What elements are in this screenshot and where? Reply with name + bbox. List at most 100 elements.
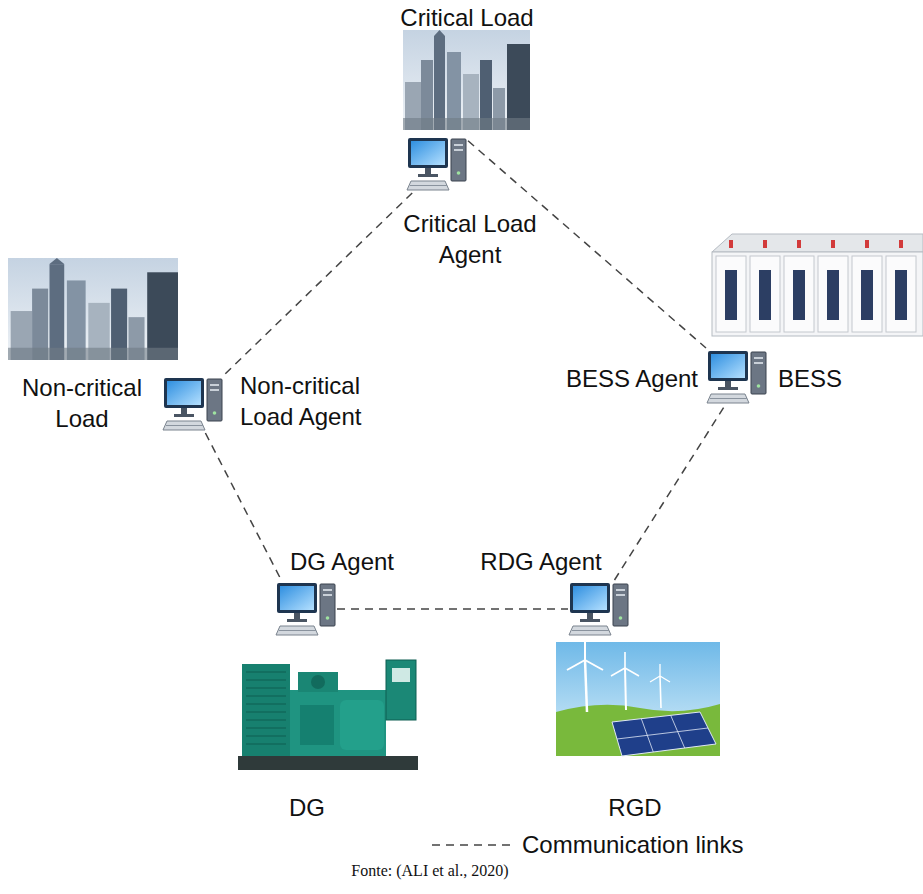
renewable-illustration [567, 660, 585, 670]
bess-illustration [712, 252, 923, 336]
computer-icon [162, 375, 224, 433]
keyboard [407, 181, 449, 190]
pc-tower [613, 584, 628, 626]
bess-illustration [865, 240, 869, 248]
pc-tower [751, 352, 766, 394]
keyboard-keys [166, 425, 203, 426]
keyboard-keys [572, 630, 609, 631]
text-frame: RGD [595, 792, 675, 823]
monitor-screen [280, 586, 314, 610]
monitor-frame [164, 378, 204, 408]
generator-illustration [238, 660, 418, 770]
resource-label: Non-critical Load [12, 372, 152, 434]
non-critical-load-city [8, 258, 178, 360]
communication-link [205, 433, 281, 580]
renewable-illustration [611, 668, 625, 676]
generator-illustration [246, 736, 286, 737]
generator-illustration [246, 696, 286, 697]
monitor-stand [587, 613, 593, 619]
renewable-illustration [625, 668, 639, 676]
text-frame: BESS Agent [548, 363, 698, 394]
pc-tower-slot [323, 589, 332, 591]
monitor-frame [277, 583, 317, 613]
text-frame: Critical Load Agent [395, 208, 545, 270]
bess-illustration [899, 240, 903, 248]
legend-sample [432, 829, 516, 860]
monitor-base [580, 619, 600, 622]
keyboard [569, 626, 611, 635]
pc-power-light [457, 171, 461, 175]
pc-tower [320, 584, 335, 626]
renewable-illustration [585, 660, 587, 712]
communication-link [615, 406, 725, 580]
renewable-illustration [612, 712, 716, 756]
pc-tower-slot [454, 144, 463, 146]
legend-entry: Communication links [432, 829, 743, 860]
generator-illustration [311, 675, 325, 689]
monitor-base [287, 619, 307, 622]
renewable-illustration [625, 668, 626, 710]
critical-load-city [403, 30, 530, 130]
agent-label: Critical Load Agent [395, 208, 545, 270]
generator-illustration [290, 690, 386, 756]
monitor-screen [167, 381, 201, 405]
resource-label: DG [267, 792, 347, 823]
renewable-illustration [585, 660, 603, 670]
bess-illustration [725, 270, 737, 320]
text-frame: Non-critical Load Agent [240, 370, 390, 432]
renewable-illustration [556, 642, 720, 756]
bess-illustration [831, 240, 835, 248]
bess-illustration [797, 240, 801, 248]
pc-tower-slot [616, 594, 625, 596]
monitor-stand [294, 613, 300, 619]
generator-illustration [246, 680, 286, 681]
text-frame: DG [267, 792, 347, 823]
keyboard [276, 626, 318, 635]
monitor-stand [725, 381, 731, 387]
agent-node: Non-critical Load Agent [158, 366, 394, 437]
bess-illustration [759, 270, 771, 320]
pc-tower-slot [754, 362, 763, 364]
bess-illustration [886, 256, 916, 332]
generator-illustration [246, 672, 286, 673]
legend-line-sample [432, 844, 510, 846]
keyboard-keys [410, 185, 447, 186]
source-caption: Fonte: (ALI et al., 2020) [260, 861, 600, 881]
generator-illustration [246, 688, 286, 689]
resource-label: BESS [778, 363, 858, 394]
keyboard-keys [279, 630, 316, 631]
bess-illustration [818, 256, 848, 332]
pc-power-light [326, 616, 330, 620]
monitor-frame [708, 351, 748, 381]
renewable-illustration [660, 676, 661, 708]
bess-illustration [793, 270, 805, 320]
text-frame: Critical Load [392, 2, 542, 33]
pc-tower [207, 379, 222, 421]
keyboard [163, 421, 205, 430]
renewable-illustration [556, 640, 720, 756]
monitor-screen [573, 586, 607, 610]
text-frame: Non-critical Load [12, 372, 152, 434]
bess-illustration [895, 270, 907, 320]
renewable-illustration [660, 676, 670, 682]
pc-power-light [213, 411, 217, 415]
generator-illustration [246, 712, 286, 713]
generator-illustration [386, 660, 416, 720]
renewable-illustration [617, 728, 708, 739]
generator-illustration [246, 728, 286, 729]
bess-illustration [852, 256, 882, 332]
agent-node: Critical Load Agent [391, 131, 549, 274]
monitor-frame [408, 138, 448, 168]
computer-icon [275, 580, 337, 638]
monitor-frame [570, 583, 610, 613]
keyboard [707, 394, 749, 403]
computer-icon [568, 580, 630, 638]
generator-illustration [340, 700, 384, 750]
monitor-base [174, 414, 194, 417]
pc-power-light [757, 384, 761, 388]
monitor-screen [411, 141, 445, 165]
computer-icon [706, 348, 768, 406]
